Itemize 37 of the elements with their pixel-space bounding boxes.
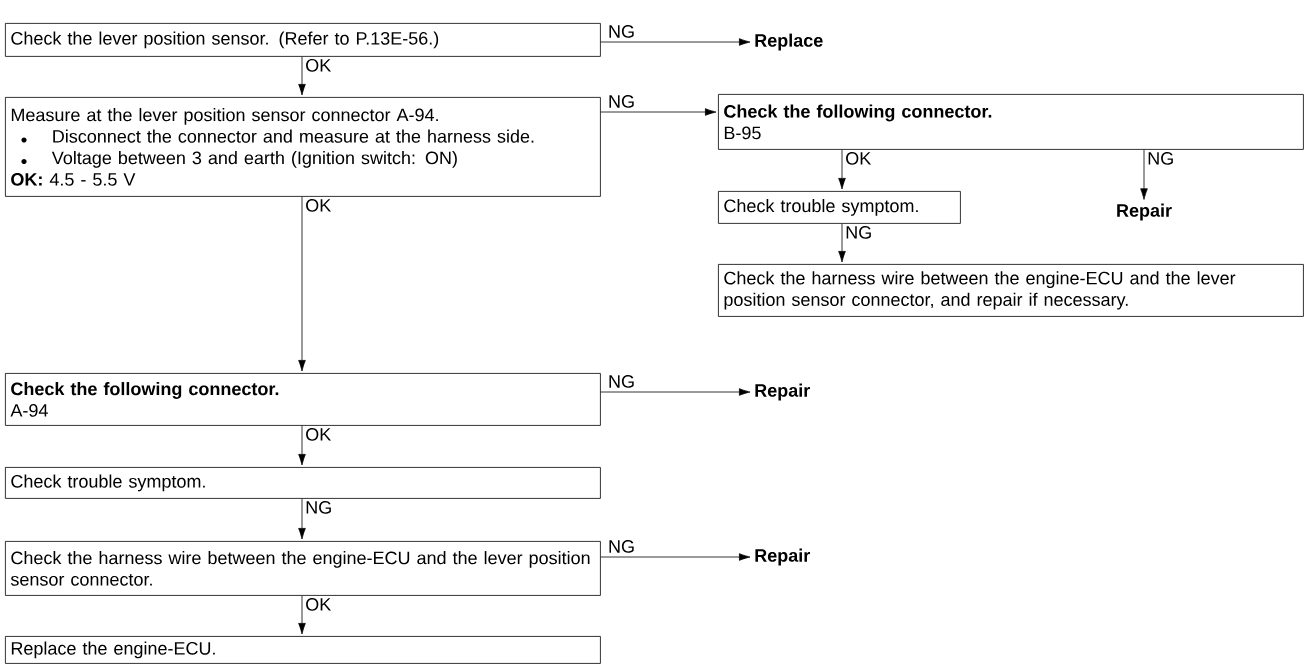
edge-label: NG [607, 539, 636, 554]
step-box: Check the following connector. A-94 [5, 373, 601, 426]
step-box: Check trouble symptom. [5, 467, 601, 499]
arrow [298, 425, 306, 466]
step-box: Replace the engine-ECU. [5, 636, 601, 664]
arrow [600, 108, 717, 116]
edge-label: OK [304, 597, 333, 612]
arrow [600, 38, 751, 46]
arrow [600, 553, 751, 561]
step-box: Check trouble symptom. [718, 191, 961, 224]
edge-label: OK [844, 151, 873, 166]
step-box: Check the harness wire between the engine-ECU and the lever position sensor connector. [5, 541, 601, 596]
arrow [298, 56, 306, 96]
arrow [298, 196, 306, 372]
arrow [838, 223, 846, 263]
edge-label: NG [844, 225, 874, 240]
edge-label: NG [1146, 151, 1176, 166]
step-box: Check the harness wire between the engine-ECU and the lever position sensor connector, and repair if necessary. [718, 264, 1304, 317]
edge-label: OK [304, 427, 333, 442]
edge-label: NG [607, 374, 636, 389]
arrow [298, 498, 306, 540]
arrow [298, 595, 306, 635]
result-text: Repair [755, 383, 810, 401]
arrow [600, 388, 751, 396]
edge-label: NG [304, 500, 334, 515]
edge-label: OK [304, 198, 333, 213]
edge-label: NG [607, 24, 636, 39]
result-text: Repair [1117, 203, 1172, 221]
arrow [838, 149, 846, 190]
step-box: Check the lever position sensor. (Refer to P.13E-56.) [5, 23, 601, 57]
edge-label: OK [304, 58, 333, 73]
arrow [1140, 149, 1148, 200]
step-box: Check the following connector. B-95 [718, 94, 1304, 150]
step-box: Measure at the lever position sensor connector A-94. Disconnect the connector and measure at the harness side. Voltage between 3 and earth (Ignition switch: ON) OK: 4.5 - 5.5 V [5, 97, 601, 197]
result-text: Replace [755, 33, 823, 51]
edge-label: NG [607, 94, 636, 109]
result-text: Repair [755, 548, 810, 566]
